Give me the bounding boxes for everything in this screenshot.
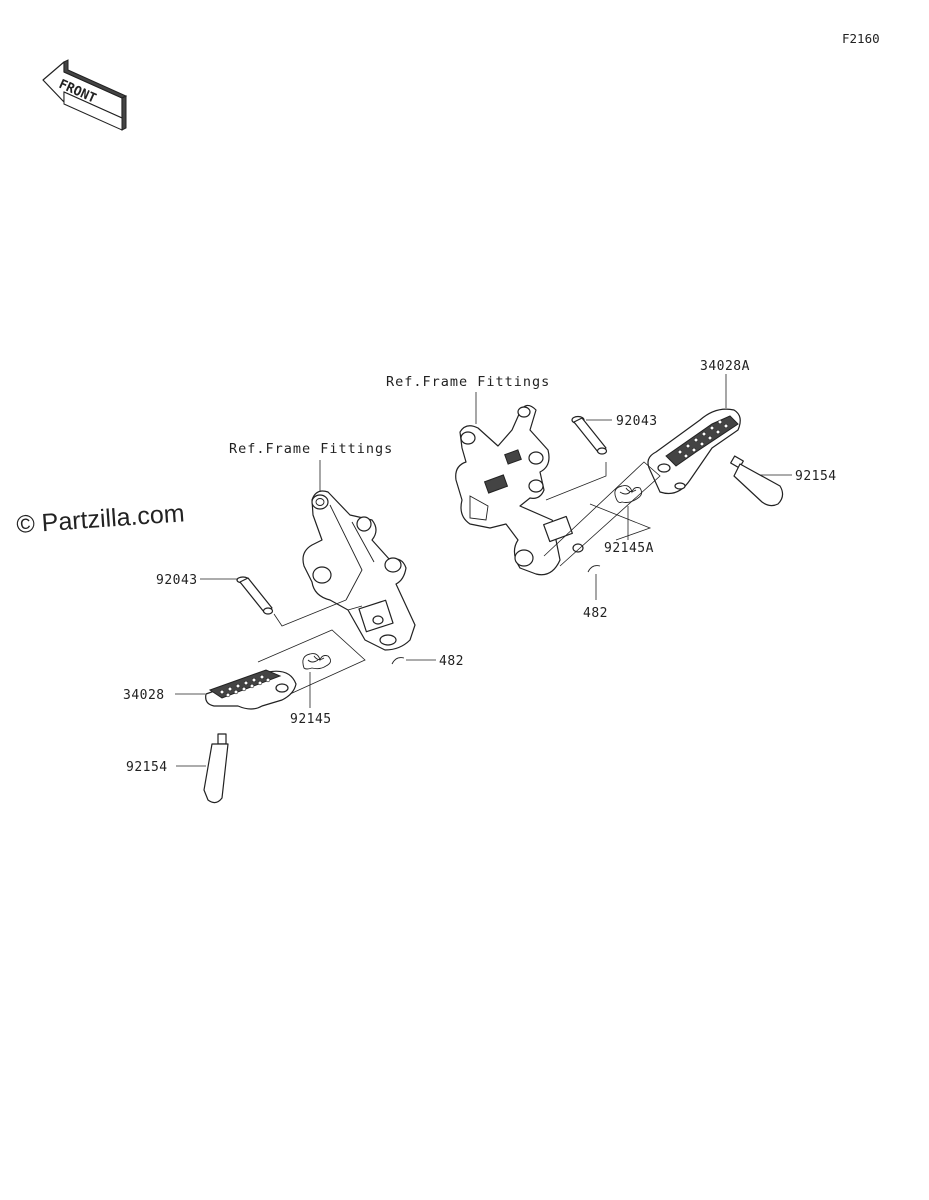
left-footpeg-assembly <box>175 460 436 804</box>
left-bracket <box>302 490 416 651</box>
left-part-482: 482 <box>439 654 464 669</box>
left-part-92154: 92154 <box>126 760 168 775</box>
right-part-92154: 92154 <box>795 469 837 484</box>
right-part-92043: 92043 <box>616 414 658 429</box>
left-spring <box>302 653 331 708</box>
right-spring <box>614 485 643 540</box>
right-rubber <box>730 455 792 507</box>
left-pin <box>200 576 274 615</box>
right-clip <box>587 565 601 600</box>
left-part-92043: 92043 <box>156 573 198 588</box>
watermark: © Partzilla.com <box>15 499 185 539</box>
left-ref-frame-label: Ref.Frame Fittings <box>229 441 393 457</box>
diagram-code: F2160 <box>842 31 880 46</box>
right-part-92145A: 92145A <box>604 541 654 556</box>
left-footpeg <box>175 669 297 710</box>
right-footpeg-assembly <box>455 374 792 600</box>
right-pin <box>571 415 612 455</box>
front-arrow-icon: FRONT <box>42 59 128 131</box>
right-ref-frame-label: Ref.Frame Fittings <box>386 374 550 390</box>
left-clip <box>391 657 436 665</box>
right-footpeg <box>647 374 741 495</box>
right-part-34028A: 34028A <box>700 359 750 374</box>
left-part-34028: 34028 <box>123 688 165 703</box>
right-bracket <box>455 404 584 576</box>
right-part-482: 482 <box>583 606 608 621</box>
left-part-92145: 92145 <box>290 712 332 727</box>
left-rubber <box>176 733 229 804</box>
